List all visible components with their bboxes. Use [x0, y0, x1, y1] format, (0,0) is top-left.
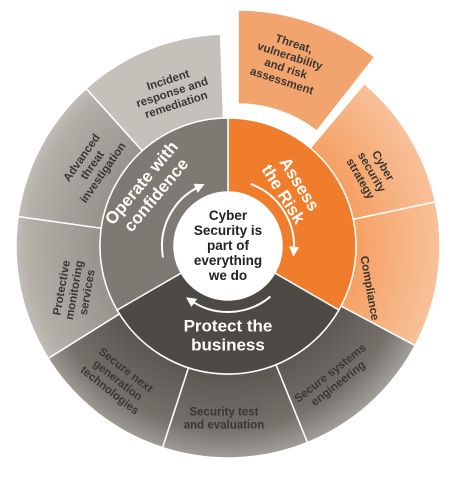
cycle-arrow-1 — [250, 183, 300, 257]
inner-ring — [99, 117, 357, 375]
inner-segment-operate — [99, 117, 229, 312]
outer-ring — [15, 9, 441, 459]
inner-segment-assess — [227, 117, 357, 312]
inner-segment-protect — [116, 271, 340, 375]
cycle-arrow-3 — [161, 183, 205, 258]
outer-segment-threat-assessment — [237, 9, 376, 133]
cycle-arrow-2 — [186, 295, 272, 313]
cycle-arrows — [161, 183, 300, 313]
center-circle — [176, 194, 280, 298]
